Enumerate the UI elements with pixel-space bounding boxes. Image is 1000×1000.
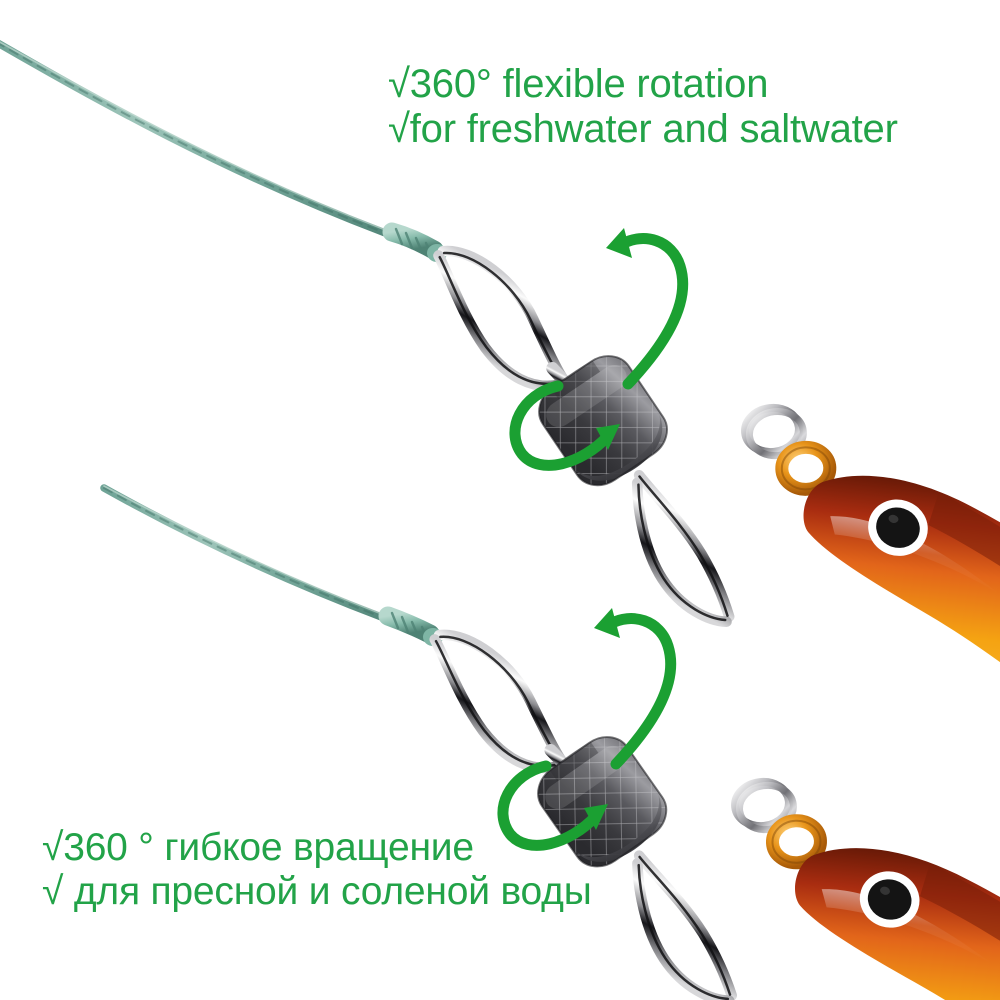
callout-english-line-2: √for freshwater and saltwater (388, 106, 898, 151)
callout-russian-line-2: √ для пресной и соленой воды (42, 869, 592, 913)
callout-russian: √360 ° гибкое вращение √ для пресной и с… (42, 826, 592, 913)
braided-fishing-line-upper (0, 39, 408, 244)
callout-russian-line-1: √360 ° гибкое вращение (42, 826, 474, 869)
braided-fishing-line-lower (100, 484, 404, 628)
callout-english: √360° flexible rotation √for freshwater … (388, 62, 898, 152)
callout-english-line-1: √360° flexible rotation (388, 62, 769, 106)
rolling-barrel-swivel-lower (347, 627, 821, 1000)
upper-swivel-assembly (0, 39, 1000, 781)
lower-swivel-assembly (100, 484, 1000, 1000)
